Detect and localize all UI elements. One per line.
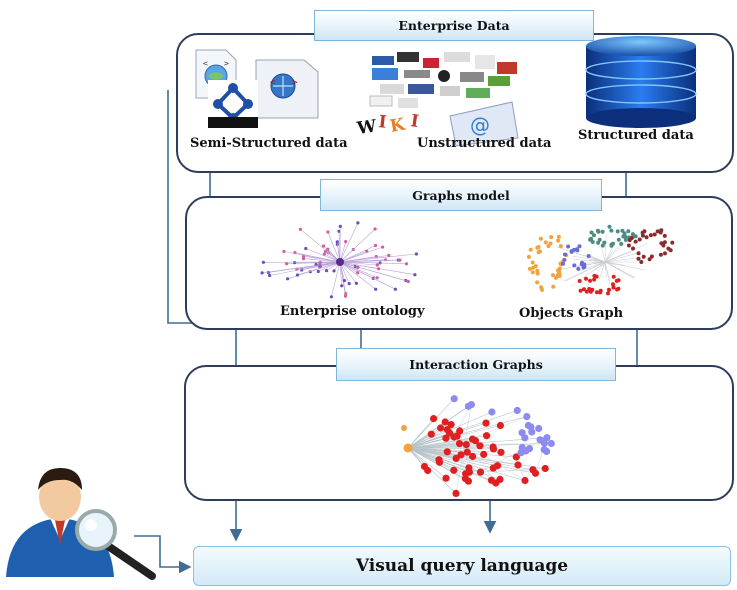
rdf-logo-icon (208, 80, 258, 128)
interaction-graphs-panel (184, 365, 734, 501)
interaction-graphs-title: Interaction Graphs (409, 357, 543, 372)
xml-file-icon: < > (255, 59, 319, 119)
semi-structured-icons: < > < > (195, 49, 319, 128)
enterprise-data-banner: Enterprise Data (314, 10, 594, 41)
svg-text:W: W (355, 116, 379, 139)
user-search-icon (6, 468, 156, 580)
structured-label: Structured data (578, 128, 694, 143)
enterprise-data-title: Enterprise Data (398, 18, 510, 33)
arrow-user-to-vql (134, 535, 192, 574)
svg-text:>: > (292, 78, 298, 88)
email-envelope-icon: @ (449, 101, 519, 147)
svg-text:@: @ (470, 113, 490, 137)
svg-text:>: > (224, 59, 229, 68)
graphs-model-title: Graphs model (412, 187, 510, 203)
wiki-figures-icon: W I K I (355, 111, 420, 139)
interaction-graphs-banner: Interaction Graphs (336, 348, 616, 381)
unstructured-label: Unstructured data (417, 136, 552, 151)
ontology-label: Enterprise ontology (280, 304, 425, 319)
svg-text:K: K (388, 114, 407, 136)
svg-text:<: < (203, 59, 208, 68)
svg-text:I: I (409, 111, 420, 132)
ontology-graph (260, 221, 418, 299)
graphs-model-banner: Graphs model (320, 179, 602, 211)
objects-graph-label: Objects Graph (519, 306, 624, 321)
objects-graph (526, 224, 675, 296)
database-icon (585, 36, 697, 128)
visual-query-language-label: Visual query language (355, 556, 569, 576)
svg-text:<: < (270, 78, 276, 88)
semi-structured-label: Semi-Structured data (190, 136, 348, 151)
svg-text:I: I (377, 112, 387, 133)
visual-query-language-box[interactable]: Visual query language (193, 546, 731, 586)
unstructured-icons: @ W I K I (355, 52, 519, 147)
interaction-graph (401, 395, 555, 497)
